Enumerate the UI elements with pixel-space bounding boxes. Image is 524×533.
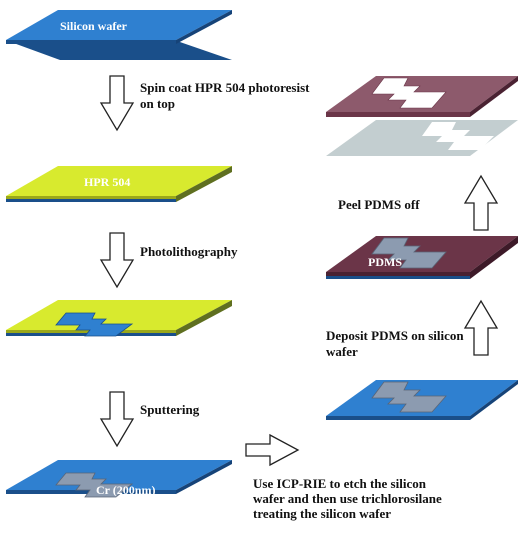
peel-label: Peel PDMS off — [338, 197, 420, 212]
resist-top-face — [6, 166, 232, 196]
wafer-top-face — [6, 10, 232, 40]
spin-coat-line2: on top — [140, 96, 175, 111]
pdms-label: PDMS — [368, 255, 402, 269]
silicon-wafer-plate: Silicon wafer — [6, 10, 232, 60]
exposed-channel — [55, 312, 134, 337]
sputtering-label: Sputtering — [140, 402, 200, 417]
hollow-down-arrow-icon — [99, 391, 135, 448]
spin-coat-line1: Spin coat HPR 504 photoresist — [140, 80, 310, 95]
pdms-right-edge — [470, 236, 518, 279]
icp-line3: treating the silicon wafer — [253, 506, 391, 521]
etched-pad — [371, 381, 447, 413]
resist-coated-plate: HPR 504 — [6, 166, 232, 202]
cr-sputtered-plate: Cr (200nm) — [6, 460, 232, 498]
hollow-down-arrow-icon — [99, 232, 135, 289]
icp-line1: Use ICP-RIE to etch the silicon — [253, 476, 427, 491]
peeled-pdms-assembly — [326, 76, 518, 156]
pdms-slab-hole — [371, 77, 447, 109]
pdms-wafer-edge — [326, 276, 470, 279]
wafer-label: Silicon wafer — [60, 19, 128, 33]
pdms-slab-right — [470, 76, 518, 117]
hollow-up-arrow-icon — [463, 174, 499, 231]
icp-line2: wafer and then use trichlorosilane — [253, 491, 442, 506]
pdms-slab-front — [326, 112, 470, 117]
pdms-pad — [371, 237, 447, 269]
etched-right-edge — [470, 380, 518, 420]
hollow-down-arrow-icon — [99, 75, 135, 132]
hollow-right-arrow-icon — [245, 433, 300, 467]
wafer-front-edge — [6, 40, 176, 44]
resist-label: HPR 504 — [84, 175, 130, 189]
cr-pad — [55, 472, 134, 498]
cr-plate-right-edge — [176, 460, 232, 494]
photolithography-label: Photolithography — [140, 244, 238, 259]
resist-wafer-edge — [6, 199, 176, 202]
wafer-right-edge — [176, 10, 232, 44]
cr-label: Cr (200nm) — [96, 483, 155, 497]
wafer-side — [8, 41, 232, 60]
patterned-resist-plate — [6, 300, 232, 337]
etched-front-edge — [326, 416, 470, 420]
etched-silicon-plate — [326, 380, 518, 420]
deposit-line2: wafer — [326, 344, 358, 359]
patterned-right-edge — [176, 300, 232, 336]
resist-front-edge — [6, 196, 176, 199]
pdms-front-edge — [326, 272, 470, 276]
hollow-up-arrow-icon — [463, 299, 499, 356]
deposit-line1: Deposit PDMS on silicon — [326, 328, 464, 343]
pdms-ghost-hole — [422, 122, 494, 150]
resist-right-edge — [176, 166, 232, 202]
pdms-on-wafer-plate: PDMS — [326, 236, 518, 279]
